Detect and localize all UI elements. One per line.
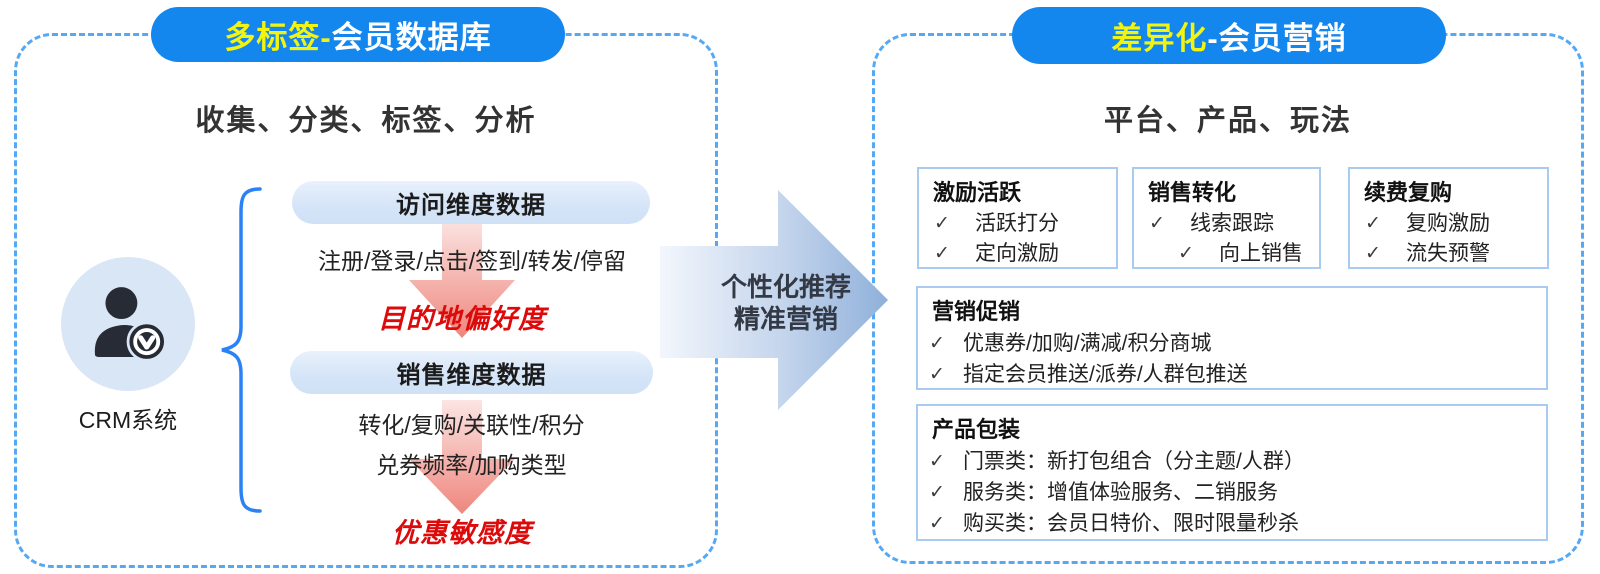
check-icon: ✓ (934, 213, 950, 234)
check-icon: ✓ (929, 482, 945, 503)
check-icon: ✓ (1365, 213, 1381, 234)
box-item: ✓ 流失预警 (1350, 239, 1547, 269)
destination-preference-label: 目的地偏好度 (378, 304, 546, 334)
box-item-text: 门票类：新打包组合（分主题/人群） (963, 450, 1305, 473)
box-item-text: 活跃打分 (975, 212, 1059, 235)
box-title: 产品包装 (932, 417, 1021, 442)
box-item: ✓ 服务类：增值体验服务、二销服务 (918, 477, 1546, 508)
crm-system-label: CRM系统 (78, 407, 178, 433)
box-item: ✓ 指定会员推送/派券/人群包推送 (918, 359, 1546, 390)
product-packaging-box: 产品包装 ✓ 门票类：新打包组合（分主题/人群） ✓ 服务类：增值体验服务、二销… (916, 404, 1548, 541)
box-item-text: 复购激励 (1406, 212, 1490, 235)
check-icon: ✓ (1149, 213, 1165, 234)
visit-dimension-pill: 访问维度数据 (292, 181, 650, 224)
member-database-badge: 多标签-会员数据库 (151, 7, 565, 62)
box-item-text: 购买类：会员日特价、限时限量秒杀 (963, 512, 1299, 535)
badge-highlight-text: 多标签- (224, 20, 332, 55)
box-item: ✓ 门票类：新打包组合（分主题/人群） (918, 446, 1546, 477)
box-item: ✓ 活跃打分 (919, 209, 1116, 239)
right-subtitle: 平台、产品、玩法 (1103, 105, 1352, 137)
box-item: ✓ 定向激励 (919, 239, 1116, 269)
box-item-text: 流失预警 (1406, 242, 1490, 265)
box-item-text: 向上销售 (1219, 242, 1303, 265)
badge-highlight-text: 差异化 (1111, 21, 1208, 56)
marketing-promotion-box: 营销促销 ✓ 优惠券/加购/满减/积分商城 ✓ 指定会员推送/派券/人群包推送 (916, 286, 1548, 390)
check-icon: ✓ (929, 364, 945, 385)
renewal-repurchase-box: 续费复购 ✓ 复购激励 ✓ 流失预警 (1348, 167, 1549, 269)
box-item: ✓ 向上销售 (1134, 239, 1319, 269)
caption-line-2: 精准营销 (733, 304, 838, 334)
box-item-text: 服务类：增值体验服务、二销服务 (963, 481, 1278, 504)
visit-data-line: 注册/登录/点击/签到/转发/停留 (318, 248, 626, 274)
box-item-text: 指定会员推送/派券/人群包推送 (963, 363, 1248, 386)
member-marketing-badge: 差异化-会员营销 (1012, 7, 1446, 64)
badge-rest-text: 会员数据库 (331, 20, 492, 55)
center-arrow-caption: 个性化推荐 精准营销 (676, 271, 896, 335)
brace-icon (221, 187, 262, 513)
check-icon: ✓ (934, 243, 950, 264)
check-icon: ✓ (929, 513, 945, 534)
box-title: 续费复购 (1364, 180, 1453, 205)
box-item: ✓ 购买类：会员日特价、限时限量秒杀 (918, 508, 1546, 539)
box-title: 激励活跃 (933, 180, 1022, 205)
left-subtitle: 收集、分类、标签、分析 (195, 105, 537, 137)
user-v-icon (94, 287, 167, 362)
box-title: 销售转化 (1148, 180, 1237, 205)
discount-sensitivity-label: 优惠敏感度 (392, 518, 532, 548)
activation-box: 激励活跃 ✓ 活跃打分 ✓ 定向激励 (917, 167, 1118, 269)
right-arrow-icon (660, 190, 888, 410)
down-arrow-icon (409, 400, 515, 514)
down-arrow-icon (409, 218, 515, 338)
box-item-text: 定向激励 (975, 242, 1059, 265)
box-item-text: 线索跟踪 (1190, 212, 1274, 235)
box-title: 营销促销 (932, 299, 1021, 324)
sales-data-line-1: 转化/复购/关联性/积分 (358, 412, 585, 438)
box-item: ✓ 优惠券/加购/满减/积分商城 (918, 328, 1546, 359)
caption-line-1: 个性化推荐 (720, 272, 851, 302)
check-icon: ✓ (1365, 243, 1381, 264)
check-icon: ✓ (1178, 243, 1194, 264)
sales-dimension-pill: 销售维度数据 (290, 351, 653, 394)
box-item: ✓ 线索跟踪 (1134, 209, 1319, 239)
check-icon: ✓ (929, 451, 945, 472)
sales-data-line-2: 兑券频率/加购类型 (376, 452, 567, 478)
crm-system-icon (61, 257, 195, 391)
sales-conversion-box: 销售转化 ✓ 线索跟踪 ✓ 向上销售 (1132, 167, 1321, 269)
badge-rest-text: -会员营销 (1207, 21, 1347, 56)
check-icon: ✓ (929, 333, 945, 354)
box-item: ✓ 复购激励 (1350, 209, 1547, 239)
box-item-text: 优惠券/加购/满减/积分商城 (963, 332, 1212, 355)
